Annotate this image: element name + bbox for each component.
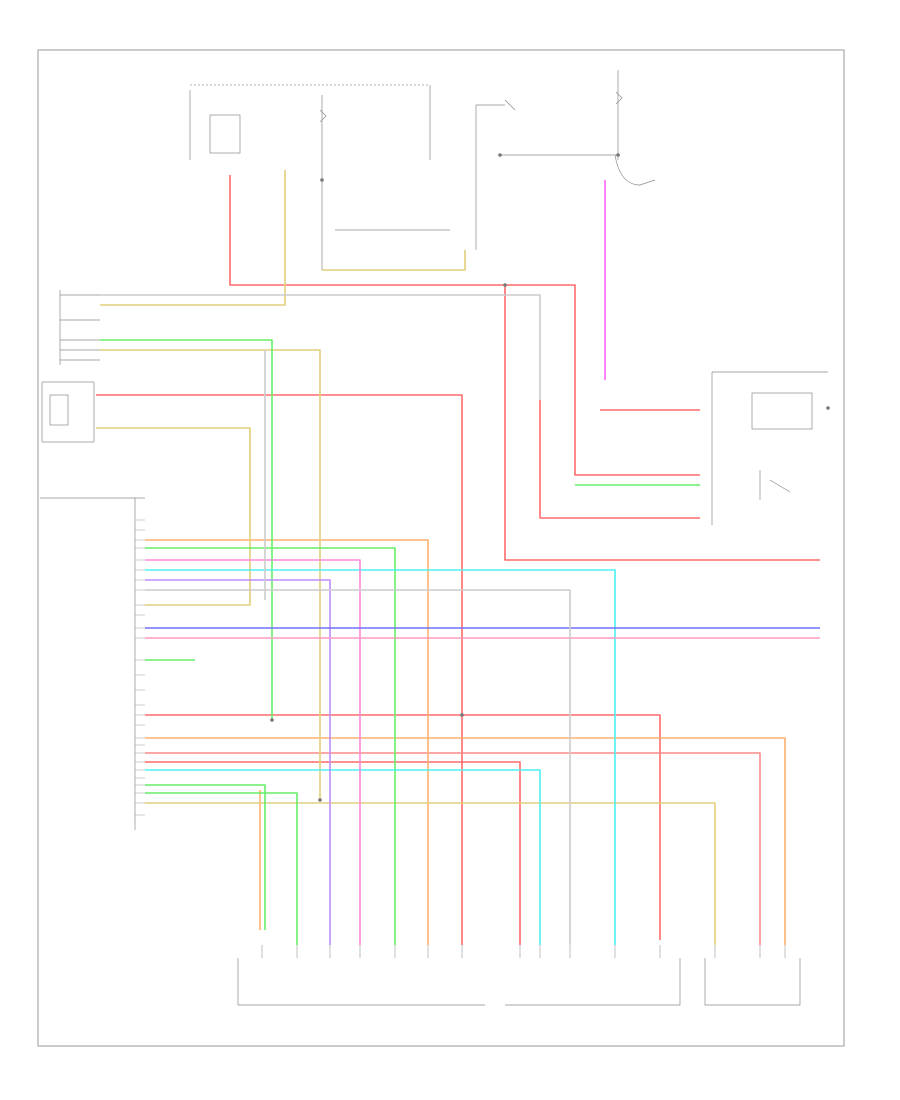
wire-gray-1 bbox=[100, 294, 541, 400]
wire-red-right bbox=[504, 285, 820, 561]
wire-red-main bbox=[229, 175, 700, 476]
wire-tan-long bbox=[100, 349, 321, 800]
wire-pink-1 bbox=[145, 559, 361, 945]
junction-dot bbox=[503, 283, 507, 287]
top-fuse-left bbox=[319, 95, 327, 180]
heater-control-panel bbox=[40, 497, 145, 830]
junction-dot bbox=[826, 406, 830, 410]
wire-red-hcp bbox=[145, 714, 661, 940]
mix-motor bbox=[505, 958, 681, 1006]
wire-cyan-2 bbox=[145, 769, 541, 945]
junction-dot bbox=[616, 153, 620, 157]
motor-pin-ticks bbox=[261, 945, 786, 958]
mode-motor bbox=[237, 958, 485, 1006]
wire-green-2 bbox=[145, 547, 396, 945]
top-middle-switch bbox=[475, 99, 620, 250]
wire-red-hcp-3 bbox=[145, 752, 761, 945]
wire-red-right-loop bbox=[539, 400, 700, 519]
wire-cyan-1 bbox=[145, 569, 616, 945]
wire-tan-sensor bbox=[96, 427, 251, 606]
wire-tan-top bbox=[100, 170, 286, 306]
diagram-frame bbox=[37, 49, 845, 1047]
wire-gray-2 bbox=[145, 589, 571, 945]
wire-green-3 bbox=[145, 784, 266, 930]
right-relay-box bbox=[711, 371, 828, 525]
wire-tan-inner bbox=[322, 250, 466, 271]
recirc-motor bbox=[704, 958, 801, 1006]
junction-dot bbox=[318, 798, 322, 802]
wire-green-1 bbox=[100, 339, 273, 720]
wire-red-hcp-2 bbox=[145, 761, 521, 945]
top-left-component bbox=[189, 84, 431, 160]
wire-orange-2 bbox=[145, 737, 786, 945]
junction-dot bbox=[270, 718, 274, 722]
wire-red-sensor bbox=[96, 394, 463, 945]
junction-dot bbox=[320, 178, 324, 182]
wire-violet-1 bbox=[145, 579, 331, 945]
hcp-pin-stubs bbox=[135, 519, 145, 816]
junction-dot bbox=[498, 153, 502, 157]
wire-green-4 bbox=[145, 792, 298, 945]
top-left-relay-box bbox=[209, 114, 241, 154]
top-fuse-right bbox=[615, 70, 623, 160]
top-right-relay bbox=[614, 154, 656, 186]
wire-tan-bottom bbox=[145, 802, 716, 945]
junction-dot bbox=[460, 713, 464, 717]
lower-left-connector bbox=[59, 290, 100, 365]
left-sensor bbox=[41, 381, 95, 443]
wire-orange-1 bbox=[145, 539, 429, 945]
